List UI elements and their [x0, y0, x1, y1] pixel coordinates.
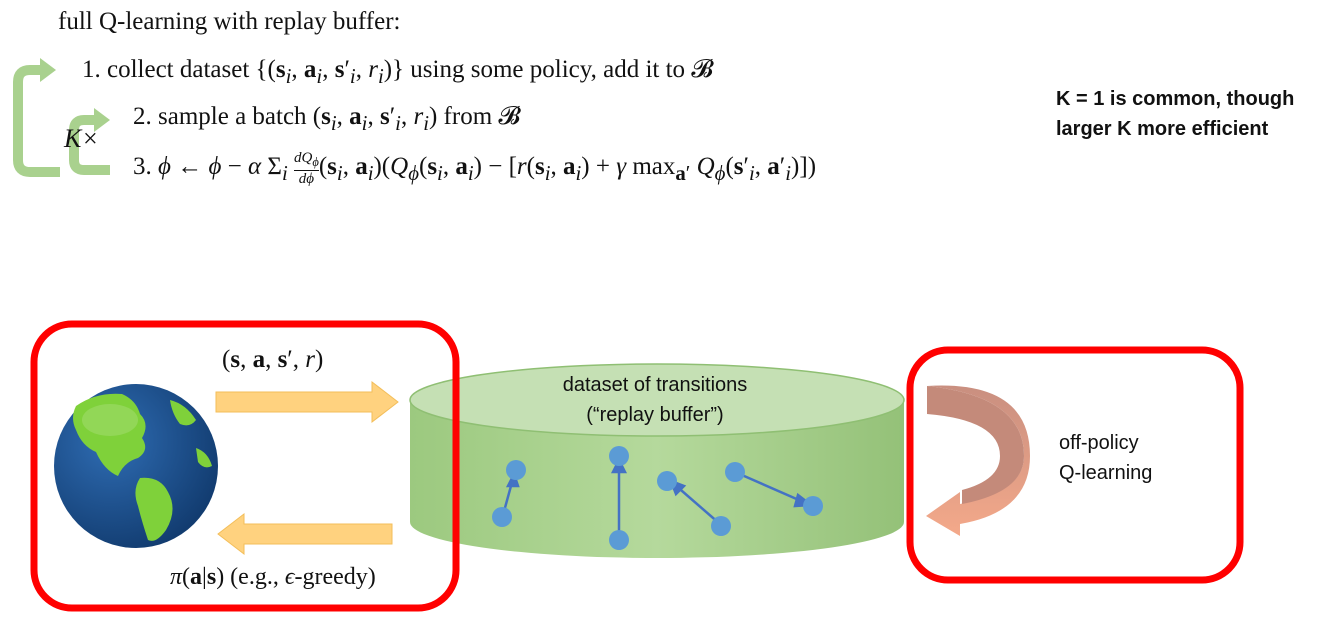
replay-buffer-label: dataset of transitions (“replay buffer”)	[545, 370, 765, 430]
transition-tuple-label: (s, a, s′, r)	[222, 346, 324, 373]
transition-arrow-right	[215, 380, 399, 424]
replay-buffer-label-line2: (“replay buffer”)	[586, 404, 724, 426]
outer-loop-arrow	[13, 58, 60, 177]
qlearning-highlight-box	[906, 346, 1244, 584]
k-times-label: K×	[64, 124, 99, 153]
replay-buffer-label-line1: dataset of transitions	[562, 374, 748, 396]
offpolicy-label: off-policy Q-learning	[1059, 428, 1152, 488]
step-1-collect: 1. collect dataset {(si, ai, s′i, ri)} u…	[82, 56, 714, 88]
environment-highlight-box	[30, 320, 460, 612]
inner-loop-arrow	[69, 108, 110, 175]
replay-buffer-cylinder	[409, 363, 905, 558]
transition-dots	[492, 446, 823, 550]
step-2-sample: 2. sample a batch (si, ai, s′i, ri) from…	[133, 103, 521, 135]
policy-label: π(a|s) (e.g., ϵ-greedy)	[170, 564, 376, 590]
k-note: K = 1 is common, though larger K more ef…	[1056, 88, 1295, 140]
offpolicy-curved-arrow	[926, 385, 1030, 536]
algorithm-title: full Q-learning with replay buffer:	[58, 8, 401, 35]
policy-arrow-left	[217, 512, 393, 556]
world-globe-icon	[54, 384, 218, 548]
offpolicy-label-line2: Q-learning	[1059, 462, 1153, 484]
offpolicy-label-line1: off-policy	[1059, 432, 1139, 454]
